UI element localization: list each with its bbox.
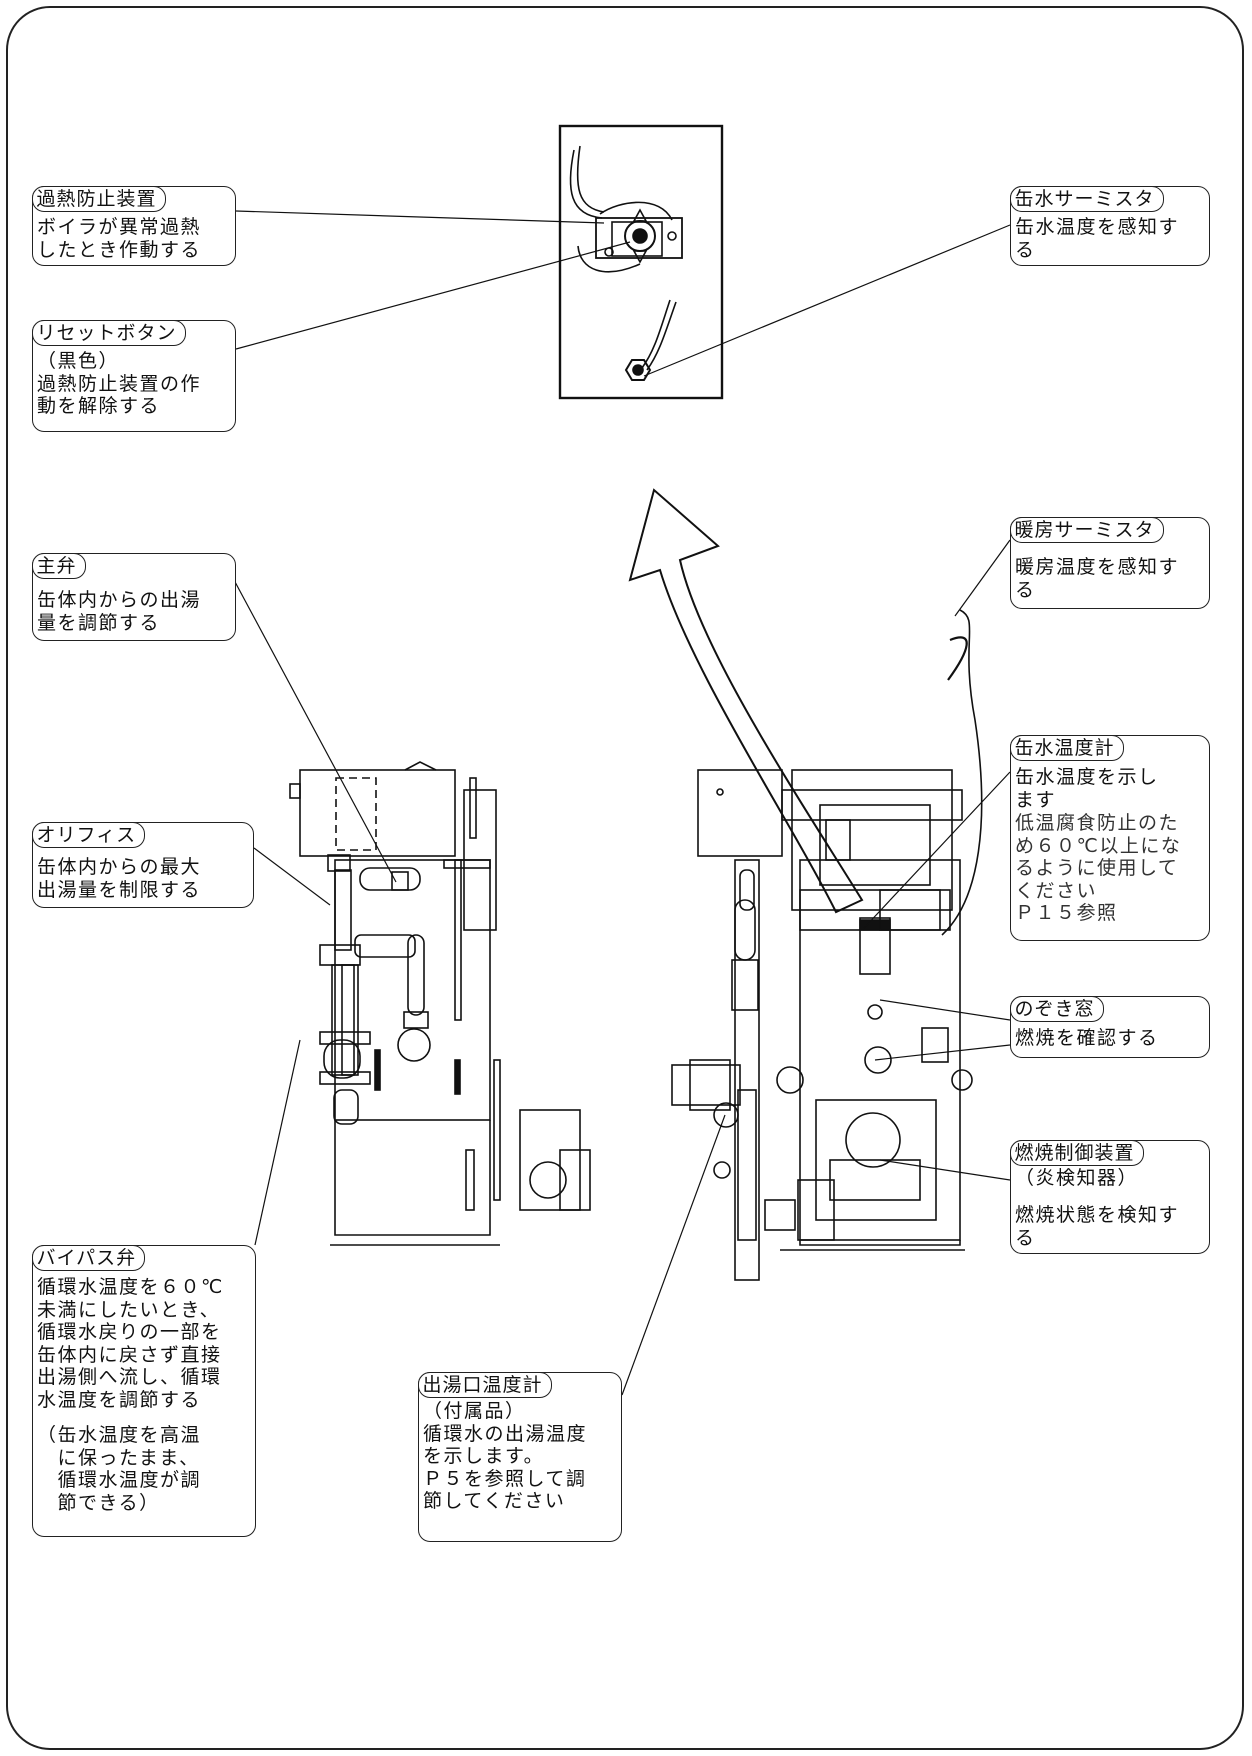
callout-title: 過熱防止装置 — [31, 185, 166, 212]
callout-combustion-control: 燃焼制御装置 （炎検知器） 燃焼状態を検知す る — [1009, 1139, 1210, 1254]
callout-heating-thermistor: 暖房サーミスタ 暖房温度を感知す る — [1009, 516, 1210, 609]
callout-title: バイパス弁 — [31, 1244, 146, 1271]
callout-body: （黒色） 過熱防止装置の作 動を解除する — [37, 350, 202, 418]
callout-title: のぞき窓 — [1009, 995, 1104, 1022]
leader-lines — [233, 210, 1011, 1396]
callout-outlet-thermometer: 出湯口温度計 （付属品） 循環水の出湯温度 を示します。 Ｐ５を参照して調 節し… — [417, 1371, 622, 1542]
callout-bypass-valve: バイパス弁 循環水温度を６０℃ 未満にしたいとき、 循環水戻りの一部を 缶体内に… — [31, 1244, 256, 1537]
callout-subtitle: （炎検知器） — [1015, 1167, 1139, 1189]
callout-body: 循環水温度を６０℃ 未満にしたいとき、 循環水戻りの一部を 缶体内に戻さず直接 … — [37, 1276, 224, 1411]
callout-peep-window: のぞき窓 燃焼を確認する — [1009, 995, 1210, 1058]
callout-body: ボイラが異常過熱 したとき作動する — [37, 216, 202, 261]
callout-orifice: オリフィス 缶体内からの最大 出湯量を制限する — [31, 821, 254, 908]
callout-note: 低温腐食防止のた め６０℃以上にな るように使用して ください Ｐ１５参照 — [1015, 812, 1182, 925]
callout-title: 暖房サーミスタ — [1009, 516, 1164, 543]
callout-body: 燃焼を確認する — [1015, 1027, 1159, 1049]
right-boiler — [671, 609, 983, 1281]
callout-title: 出湯口温度計 — [417, 1371, 552, 1398]
callout-body: 燃焼状態を検知す る — [1015, 1204, 1180, 1249]
page-frame — [6, 6, 1244, 1750]
callout-can-thermistor: 缶水サーミスタ 缶水温度を感知す る — [1009, 185, 1210, 266]
callout-main-valve: 主弁 缶体内からの出湯 量を調節する — [31, 552, 236, 641]
callout-title: オリフィス — [31, 821, 146, 848]
callout-body: 暖房温度を感知す る — [1015, 556, 1180, 601]
callout-title: 缶水サーミスタ — [1009, 185, 1164, 212]
inset-detail — [558, 124, 724, 400]
callout-can-thermometer: 缶水温度計 缶水温度を示し ます 低温腐食防止のた め６０℃以上にな るように使… — [1009, 734, 1210, 941]
callout-title: 主弁 — [31, 552, 86, 579]
left-boiler — [289, 761, 591, 1246]
callout-reset-button: リセットボタン （黒色） 過熱防止装置の作 動を解除する — [31, 319, 236, 432]
callout-overheat-device: 過熱防止装置 ボイラが異常過熱 したとき作動する — [31, 185, 236, 266]
callout-body: （付属品） 循環水の出湯温度 を示します。 Ｐ５を参照して調 節してください — [423, 1400, 588, 1513]
callout-body: 缶水温度を感知す る — [1015, 216, 1180, 261]
callout-title: リセットボタン — [31, 319, 186, 346]
callout-note: （缶水温度を高温 に保ったまま、 循環水温度が調 節できる） — [37, 1424, 202, 1514]
callout-title: 缶水温度計 — [1009, 734, 1124, 761]
view-arrow — [628, 488, 864, 914]
callout-title: 燃焼制御装置 — [1009, 1139, 1144, 1166]
callout-body: 缶体内からの出湯 量を調節する — [37, 589, 202, 634]
callout-body: 缶体内からの最大 出湯量を制限する — [37, 856, 202, 901]
callout-body: 缶水温度を示し ます — [1015, 766, 1159, 811]
